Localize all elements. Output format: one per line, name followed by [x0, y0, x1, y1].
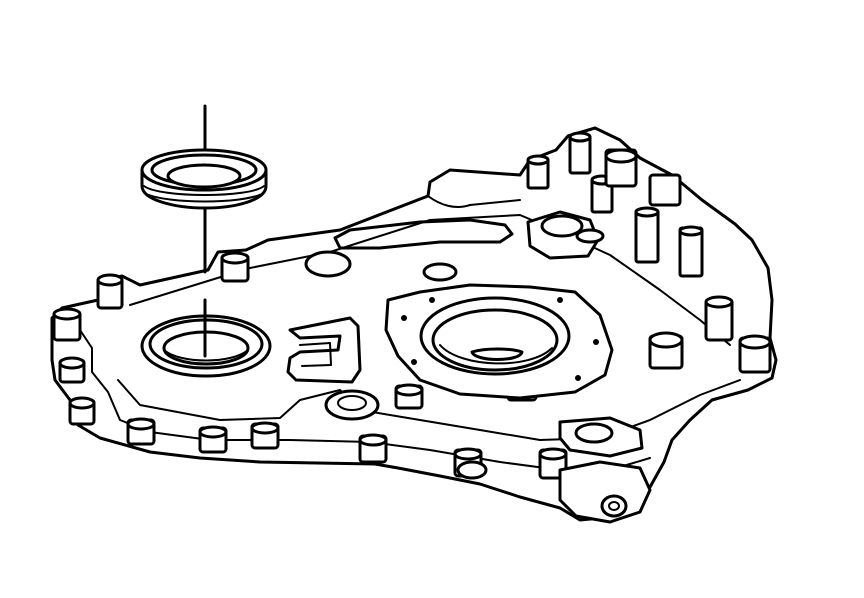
oil-pump-opening [384, 283, 614, 400]
dowel-boss [304, 250, 352, 278]
upper-bore [526, 210, 605, 260]
mounting-posts [526, 131, 704, 278]
dowel-boss [324, 389, 380, 421]
oil-seal-ring [140, 148, 268, 210]
